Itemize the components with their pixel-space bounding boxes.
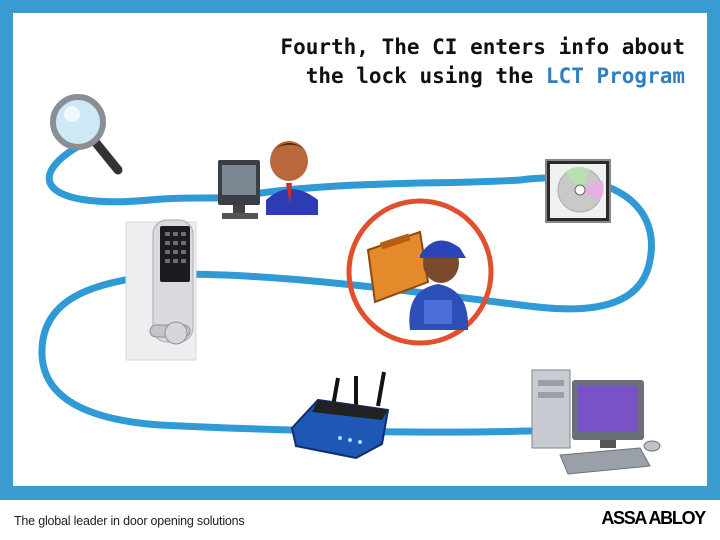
- title-line-1: Fourth, The CI enters info about: [280, 35, 685, 59]
- title-line-2: the lock using the LCT Program: [230, 62, 685, 91]
- title-accent: LCT Program: [545, 64, 685, 88]
- footer: [0, 500, 720, 540]
- brand-logo: ASSA ABLOY: [601, 508, 706, 528]
- door-lock-icon: [125, 219, 197, 361]
- highlight-ring: [346, 198, 494, 346]
- router-icon: [290, 371, 390, 460]
- desktop-computer-icon: [531, 369, 661, 475]
- slide-title: Fourth, The CI enters info about the loc…: [230, 33, 685, 91]
- locksmith-icon: [366, 230, 469, 330]
- footer-tagline: The global leader in door opening soluti…: [14, 514, 245, 528]
- workflow-diagram: [38, 94, 661, 475]
- computer-user-icon: [218, 141, 318, 219]
- magnifier-icon: [50, 94, 123, 175]
- title-line-2-prefix: the lock using the: [305, 64, 546, 88]
- cd-case-icon: [545, 159, 611, 223]
